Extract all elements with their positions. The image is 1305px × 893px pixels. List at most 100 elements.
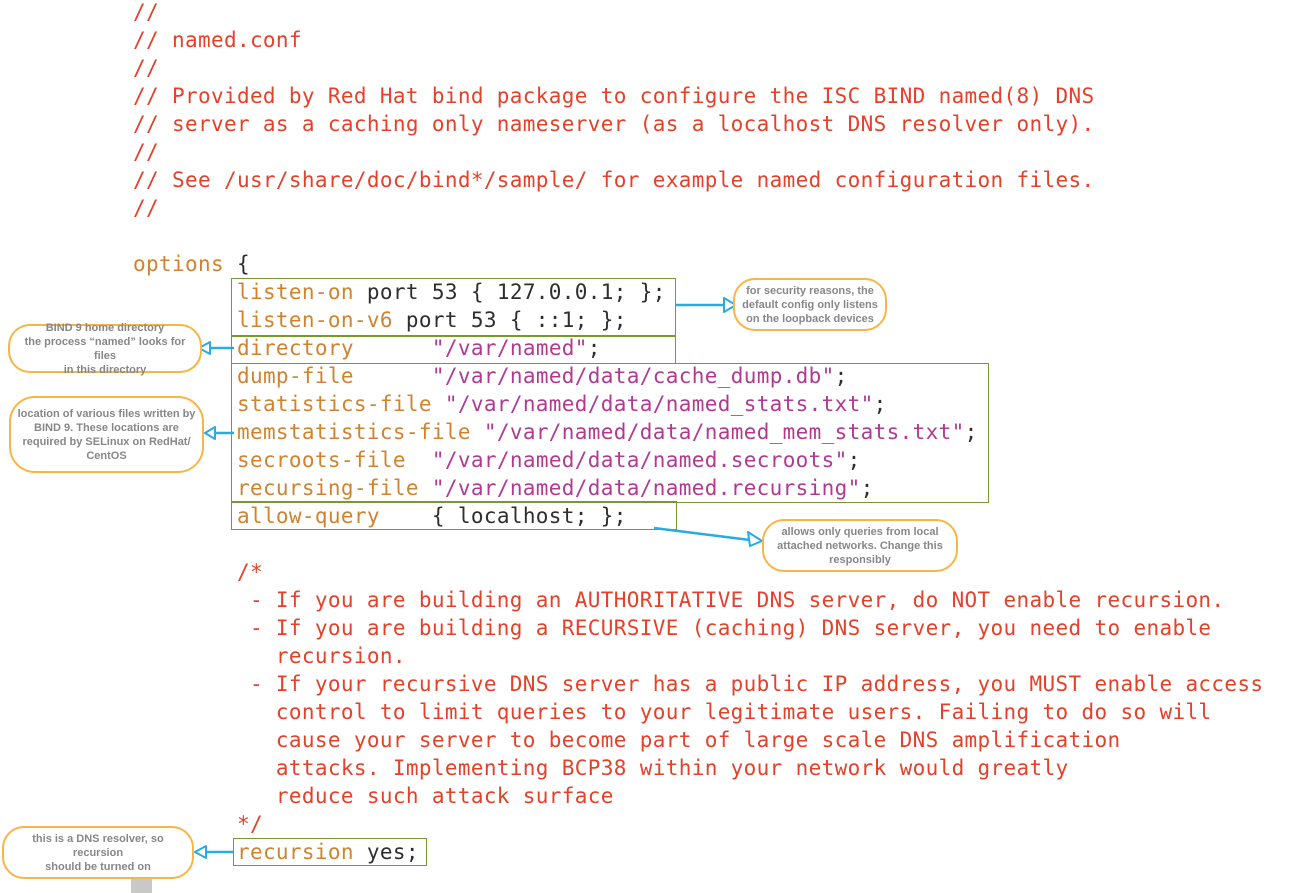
code-segment [406, 448, 432, 472]
code-line [133, 222, 1263, 250]
code-segment: secroots-file [236, 448, 406, 472]
code-segment: // [133, 56, 159, 80]
code-segment: ; [964, 420, 978, 444]
arrow-to-selinux-callout-icon [204, 426, 234, 440]
code-segment: options [133, 252, 224, 276]
code-segment: "/var/named" [431, 336, 588, 360]
code-line: secroots-file "/var/named/data/named.sec… [133, 446, 1263, 474]
code-block: // // named.conf // // Provided by Red Hat … [133, 0, 1263, 866]
code-segment: listen-on [236, 280, 354, 304]
code-line: - If you are building a RECURSIVE (cachi… [133, 614, 1263, 642]
code-line: - If your recursive DNS server has a pub… [133, 670, 1263, 698]
code-line: // [133, 54, 1263, 82]
code-segment: statistics-file [236, 392, 432, 416]
code-line: attacks. Implementing BCP38 within your … [133, 754, 1263, 782]
code-line: /* [133, 558, 1263, 586]
callout-selinux-locations: location of various files written by BIN… [9, 396, 204, 473]
code-line: listen-on port 53 { 127.0.0.1; }; [133, 278, 1263, 306]
code-line: */ [133, 810, 1263, 838]
code-line: recursing-file "/var/named/data/named.re… [133, 474, 1263, 502]
code-segment: "/var/named/data/named_mem_stats.txt" [483, 420, 965, 444]
code-line: control to limit queries to your legitim… [133, 698, 1263, 726]
code-segment [354, 364, 432, 388]
code-segment: ; [587, 336, 601, 360]
code-segment: */ [133, 812, 263, 836]
code-segment [354, 336, 432, 360]
code-segment: ; [847, 448, 861, 472]
code-segment: "/var/named/data/named.recursing" [431, 476, 861, 500]
code-segment: { localhost; }; [379, 504, 627, 528]
code-segment: memstatistics-file [236, 420, 471, 444]
code-line: directory "/var/named"; [133, 334, 1263, 362]
code-segment: yes; [353, 840, 419, 864]
arrow-to-security-callout-icon [675, 297, 737, 313]
code-segment [419, 476, 432, 500]
code-segment: "/var/named/data/named_stats.txt" [444, 392, 874, 416]
code-line: // named.conf [133, 26, 1263, 54]
code-segment: directory [236, 336, 354, 360]
code-segment: - If your recursive DNS server has a pub… [133, 672, 1264, 696]
code-segment: recursion [236, 840, 354, 864]
code-line: // Provided by Red Hat bind package to c… [133, 82, 1263, 110]
code-segment: reduce such attack surface [133, 784, 614, 808]
code-segment: ; [834, 364, 848, 388]
arrow-to-home-directory-callout-icon [198, 341, 234, 355]
callout-recursion: this is a DNS resolver, so recursion sho… [2, 826, 194, 879]
code-segment: recursing-file [236, 476, 419, 500]
callout-security: for security reasons, the default config… [733, 278, 887, 331]
code-line: - If you are building an AUTHORITATIVE D… [133, 586, 1263, 614]
code-line: statistics-file "/var/named/data/named_s… [133, 390, 1263, 418]
code-line: reduce such attack surface [133, 782, 1263, 810]
code-segment: allow-query [236, 504, 380, 528]
code-segment [133, 504, 237, 528]
arrow-to-recursion-callout-icon [194, 845, 234, 859]
code-line: recursion. [133, 642, 1263, 670]
arrow-to-allow-query-callout-icon [653, 526, 763, 547]
callout-text: for security reasons, the default config… [742, 284, 878, 325]
code-segment: // [133, 140, 159, 164]
code-segment: port 53 { 127.0.0.1; }; [353, 280, 666, 304]
code-line: // [133, 0, 1263, 26]
code-segment [432, 392, 445, 416]
code-segment: // [133, 196, 159, 220]
code-line: cause your server to become part of larg… [133, 726, 1263, 754]
code-line: // server as a caching only nameserver (… [133, 110, 1263, 138]
code-line: allow-query { localhost; }; [133, 502, 1263, 530]
code-segment: attacks. Implementing BCP38 within your … [133, 756, 1069, 780]
code-segment: "/var/named/data/named.secroots" [431, 448, 848, 472]
callout-text: allows only queries from local attached … [777, 525, 943, 566]
code-segment: - If you are building an AUTHORITATIVE D… [133, 588, 1225, 612]
code-segment: port 53 { ::1; }; [392, 308, 627, 332]
code-segment: listen-on-v6 [236, 308, 393, 332]
code-segment: cause your server to become part of larg… [133, 728, 1121, 752]
code-line: // See /usr/share/doc/bind*/sample/ for … [133, 166, 1263, 194]
code-segment: /* [133, 560, 263, 584]
code-line: // [133, 138, 1263, 166]
code-segment: dump-file [236, 364, 354, 388]
code-segment: // Provided by Red Hat bind package to c… [133, 84, 1095, 108]
code-line: memstatistics-file "/var/named/data/name… [133, 418, 1263, 446]
code-segment: - If you are building a RECURSIVE (cachi… [133, 616, 1212, 640]
code-line: recursion yes; [133, 838, 1263, 866]
code-segment: // named.conf [133, 28, 302, 52]
code-segment: // server as a caching only nameserver (… [133, 112, 1095, 136]
code-segment [133, 280, 237, 304]
callout-home-directory: BIND 9 home directory the process “named… [8, 322, 202, 376]
code-line: options { [133, 250, 1263, 278]
callout-text: location of various files written by BIN… [17, 407, 196, 462]
code-segment: "/var/named/data/cache_dump.db" [431, 364, 835, 388]
code-segment: control to limit queries to your legitim… [133, 700, 1212, 724]
code-segment: recursion. [133, 644, 406, 668]
callout-text: this is a DNS resolver, so recursion sho… [32, 832, 164, 873]
code-line: listen-on-v6 port 53 { ::1; }; [133, 306, 1263, 334]
callout-allow-query: allows only queries from local attached … [762, 519, 958, 572]
code-segment [471, 420, 484, 444]
code-segment: ; [873, 392, 887, 416]
code-segment: { [223, 252, 250, 276]
code-line: dump-file "/var/named/data/cache_dump.db… [133, 362, 1263, 390]
code-segment: // See /usr/share/doc/bind*/sample/ for … [133, 168, 1095, 192]
code-segment [133, 476, 237, 500]
callout-text: BIND 9 home directory the process “named… [24, 321, 186, 376]
code-segment: // [133, 0, 159, 24]
